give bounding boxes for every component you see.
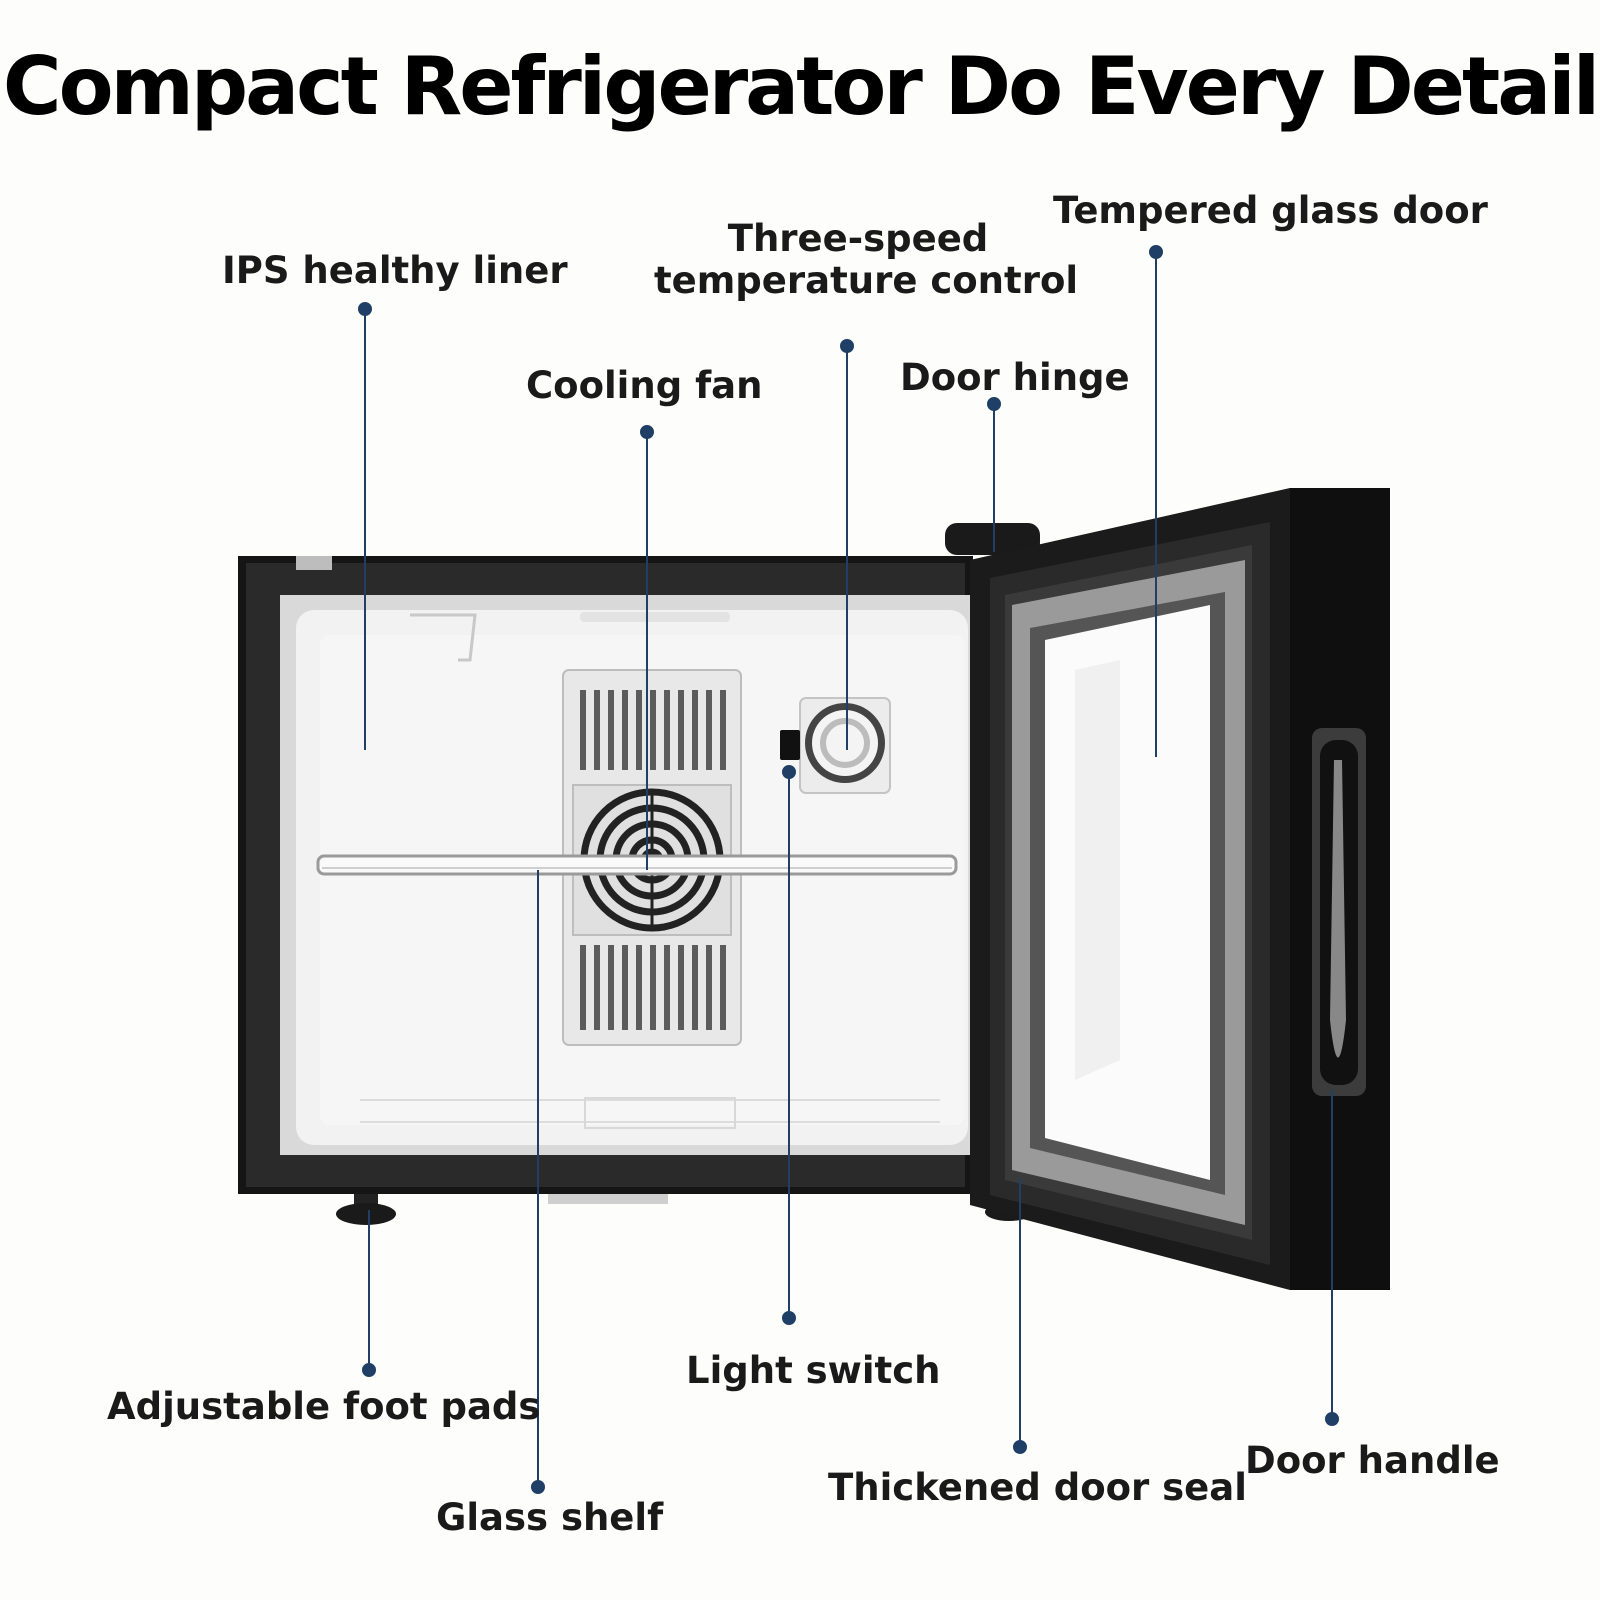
tempered-glass-panel	[1045, 605, 1210, 1180]
label-ips-healthy-liner: IPS healthy liner	[222, 249, 568, 292]
label-door-handle: Door handle	[1245, 1439, 1500, 1482]
label-glass-shelf: Glass shelf	[436, 1496, 664, 1539]
door-hinge-icon	[945, 523, 1040, 555]
foot-pad-left	[336, 1194, 396, 1225]
door-handle-icon	[1312, 728, 1366, 1096]
label-door-hinge: Door hinge	[900, 356, 1130, 399]
page-title: Compact Refrigerator Do Every Detail	[2, 40, 1600, 133]
vent-slots-top	[580, 690, 726, 770]
leader-lines	[358, 245, 1339, 1494]
glass-door	[970, 488, 1390, 1290]
glass-shelf	[316, 854, 958, 876]
label-thickened-door-seal: Thickened door seal	[828, 1466, 1247, 1509]
label-cooling-fan: Cooling fan	[526, 364, 763, 407]
label-temp-control-line2: temperature control	[653, 259, 1079, 302]
label-temp-control-line1: Three-speed	[727, 217, 989, 260]
vent-slots-bottom	[580, 945, 726, 1030]
label-light-switch: Light switch	[686, 1349, 941, 1392]
label-tempered-glass-door: Tempered glass door	[1053, 189, 1488, 232]
temperature-control-housing	[799, 697, 891, 794]
label-adjustable-foot-pads: Adjustable foot pads	[107, 1385, 541, 1428]
temperature-dial-icon	[820, 718, 870, 768]
light-switch-icon	[780, 730, 800, 760]
